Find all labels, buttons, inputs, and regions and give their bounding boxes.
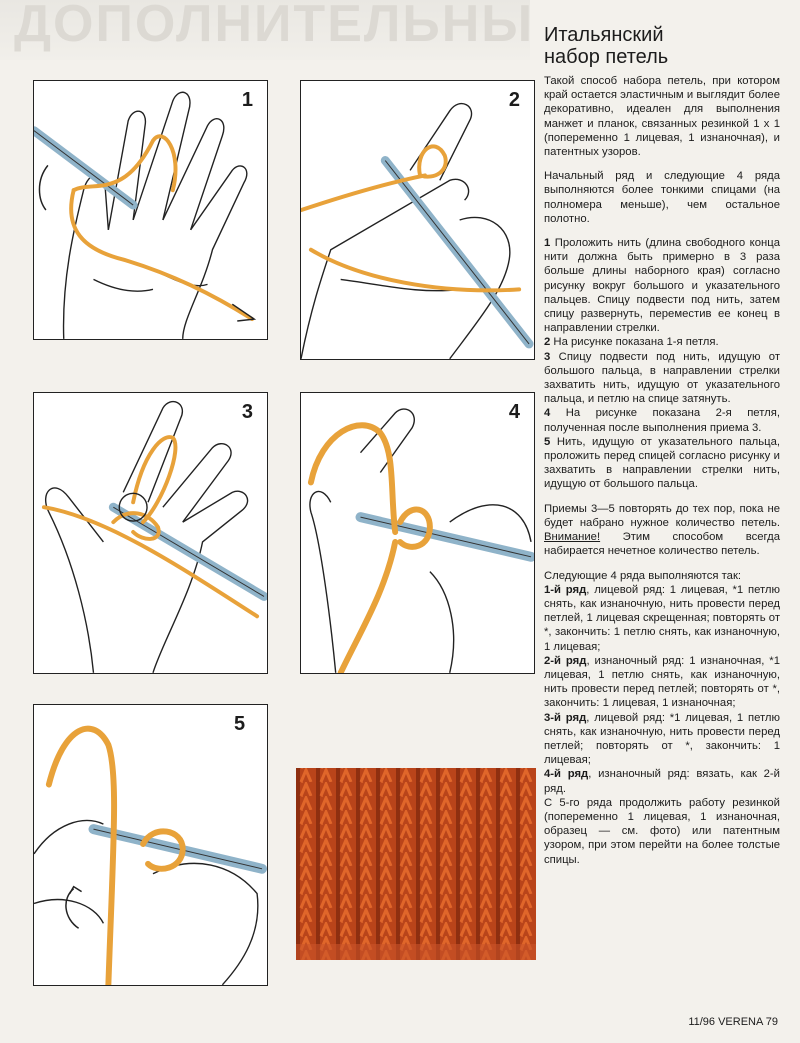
ribbing-swatch-photo [296, 768, 536, 960]
page-footer: 11/96 VERENA 79 [688, 1016, 778, 1028]
illustration-panel-5: 5 [33, 704, 268, 986]
hand-illustration-5 [34, 705, 267, 985]
step-4: 4 На рисунке показана 2-я петля, получен… [544, 406, 780, 434]
rows-intro: Следующие 4 ряда выполняются так: [544, 569, 780, 583]
page-title: Итальянский набор петель [544, 24, 784, 68]
attention-label: Внимание! [544, 531, 600, 543]
intro-paragraph: Такой способ набора петель, при котором … [544, 74, 780, 159]
step-number-3: 3 [242, 401, 253, 424]
background-banner: ДОПОЛНИТЕЛЬНЫЕ ПЕТЛИ [0, 0, 530, 60]
hand-illustration-4 [301, 393, 534, 673]
step-3: 3 Спицу подвести под нить, идущую от бол… [544, 350, 780, 407]
title-line-1: Итальянский [544, 24, 784, 46]
hand-illustration-1 [34, 81, 267, 339]
banner-text: ДОПОЛНИТЕЛЬНЫЕ ПЕТЛИ [14, 0, 530, 54]
repeat-paragraph: Приемы 3—5 повторять до тех пор, пока не… [544, 502, 780, 559]
row-1: 1-й ряд, лицевой ряд: 1 лицевая, *1 петл… [544, 583, 780, 654]
illustration-panel-2: 2 [300, 80, 535, 360]
step-number-2: 2 [509, 89, 520, 112]
illustration-panel-1: 1 [33, 80, 268, 340]
hand-illustration-3 [34, 393, 267, 673]
illustration-panel-3: 3 [33, 392, 268, 674]
row-4: 4-й ряд, изнаночный ряд: вязать, как 2-й… [544, 767, 780, 795]
needles-paragraph: Начальный ряд и следующие 4 ряда выполня… [544, 169, 780, 226]
step-number-5: 5 [234, 713, 245, 736]
step-2: 2 На рисунке показана 1-я петля. [544, 335, 780, 349]
title-line-2: набор петель [544, 46, 784, 68]
closing-paragraph: С 5-го ряда продолжить работу резинкой (… [544, 796, 780, 867]
row-3: 3-й ряд, лицевой ряд: *1 лицевая, 1 петл… [544, 711, 780, 768]
hand-illustration-2 [301, 81, 534, 359]
step-number-1: 1 [242, 89, 253, 112]
step-1: 1 Проложить нить (длина свободного конца… [544, 236, 780, 335]
row-2: 2-й ряд, изнаночный ряд: 1 изнаночная, *… [544, 654, 780, 711]
step-5: 5 Нить, идущую от указательного пальца, … [544, 435, 780, 492]
step-number-4: 4 [509, 401, 520, 424]
illustration-panel-4: 4 [300, 392, 535, 674]
instructions-text: Такой способ набора петель, при котором … [544, 74, 780, 867]
